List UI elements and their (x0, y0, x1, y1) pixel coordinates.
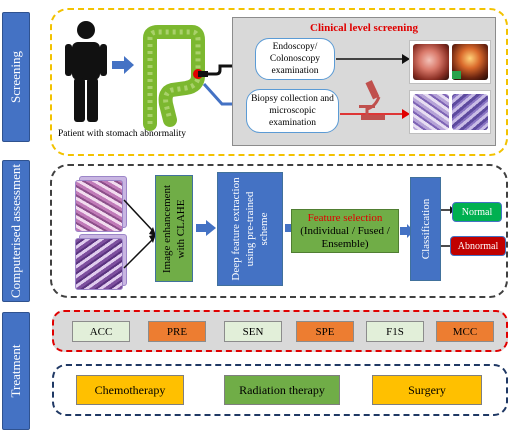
microscope-icon (359, 80, 385, 120)
arrow-icon (336, 54, 410, 64)
side-label-treatment: Treatment (2, 312, 30, 430)
metric-acc: ACC (72, 321, 130, 342)
classification-box: Classification (410, 177, 441, 281)
metric-spe: SPE (296, 321, 354, 342)
treatment-radiation: Radiation therapy (224, 375, 340, 405)
side-label-screening: Screening (2, 12, 30, 142)
arrow-icon (340, 109, 410, 119)
endoscopy-callout: Endoscopy/ Colonoscopy examination (255, 38, 335, 80)
arrow-icon (196, 220, 216, 236)
endoscopy-image-1 (413, 44, 449, 80)
histology-stack-1 (75, 180, 123, 232)
arrow-icon (123, 199, 156, 269)
histology-stack-2 (75, 238, 123, 290)
metric-pre: PRE (148, 321, 206, 342)
clinical-title: Clinical level screening (310, 22, 418, 34)
screening-section (50, 8, 508, 156)
abnormal-label: Abnormal (450, 236, 506, 256)
treatment-chemotherapy: Chemotherapy (76, 375, 184, 405)
person-icon (65, 21, 107, 122)
biopsy-callout: Biopsy collection and microscopic examin… (246, 89, 339, 133)
arrow-icon (112, 56, 134, 74)
metric-sen: SEN (224, 321, 282, 342)
treatment-section (52, 364, 508, 416)
feature-selection-options: (Individual / Fused / Ensemble) (300, 225, 390, 250)
metric-mcc: MCC (436, 321, 494, 342)
normal-label: Normal (452, 202, 502, 222)
treatment-surgery: Surgery (372, 375, 482, 405)
histology-image-2 (452, 94, 488, 130)
patient-caption: Patient with stomach abnormality (58, 129, 186, 139)
clahe-box: Image enhancement with CLAHE (155, 175, 193, 282)
endoscopy-inset (452, 71, 461, 79)
feature-selection-title: Feature selection (307, 212, 383, 224)
histology-image-1 (413, 94, 449, 130)
side-label-computerised: Computerised assessment (2, 160, 30, 302)
metric-f1s: F1S (366, 321, 424, 342)
feature-selection-box: Feature selection (Individual / Fused / … (291, 209, 399, 253)
deep-feature-box: Deep feature extraction using pre-traine… (217, 172, 283, 286)
computerised-section (50, 164, 508, 298)
